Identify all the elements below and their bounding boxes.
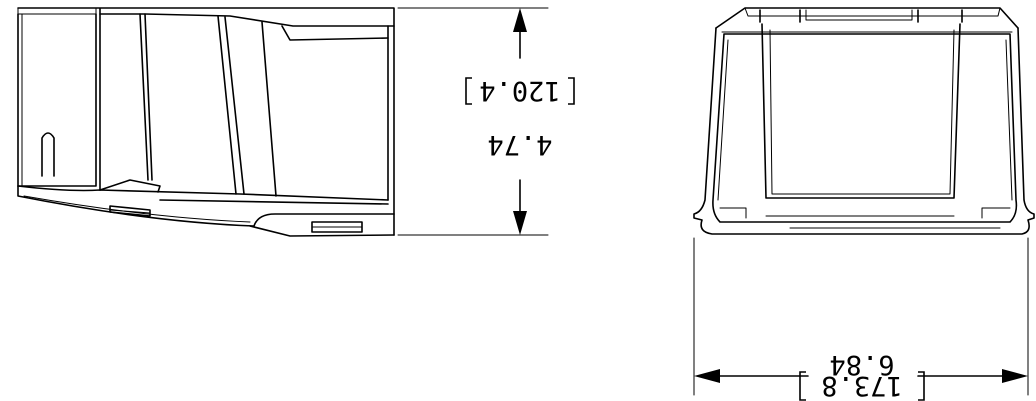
front-view [693, 7, 1035, 235]
arrowhead-down-icon [513, 211, 527, 235]
height-mm-label: 120.4 [479, 75, 560, 106]
width-inches-text: 6.84 [829, 349, 894, 380]
bracket-right-icon [799, 371, 806, 401]
width-mm-label: 173.8 [821, 370, 902, 401]
side-view [17, 7, 395, 237]
bracket-left-icon [918, 371, 925, 401]
bracket-left-icon [568, 77, 575, 105]
arrowhead-up-icon [513, 8, 527, 32]
width-dimension: 173.8 6.84 6.84 [693, 237, 1029, 401]
height-dimension: 4.74 120.4 [397, 7, 575, 236]
bracket-right-icon [465, 77, 472, 105]
height-inches-label: 4.74 [487, 129, 552, 160]
arrowhead-left-icon [694, 369, 720, 383]
arrowhead-right-icon [1002, 369, 1028, 383]
